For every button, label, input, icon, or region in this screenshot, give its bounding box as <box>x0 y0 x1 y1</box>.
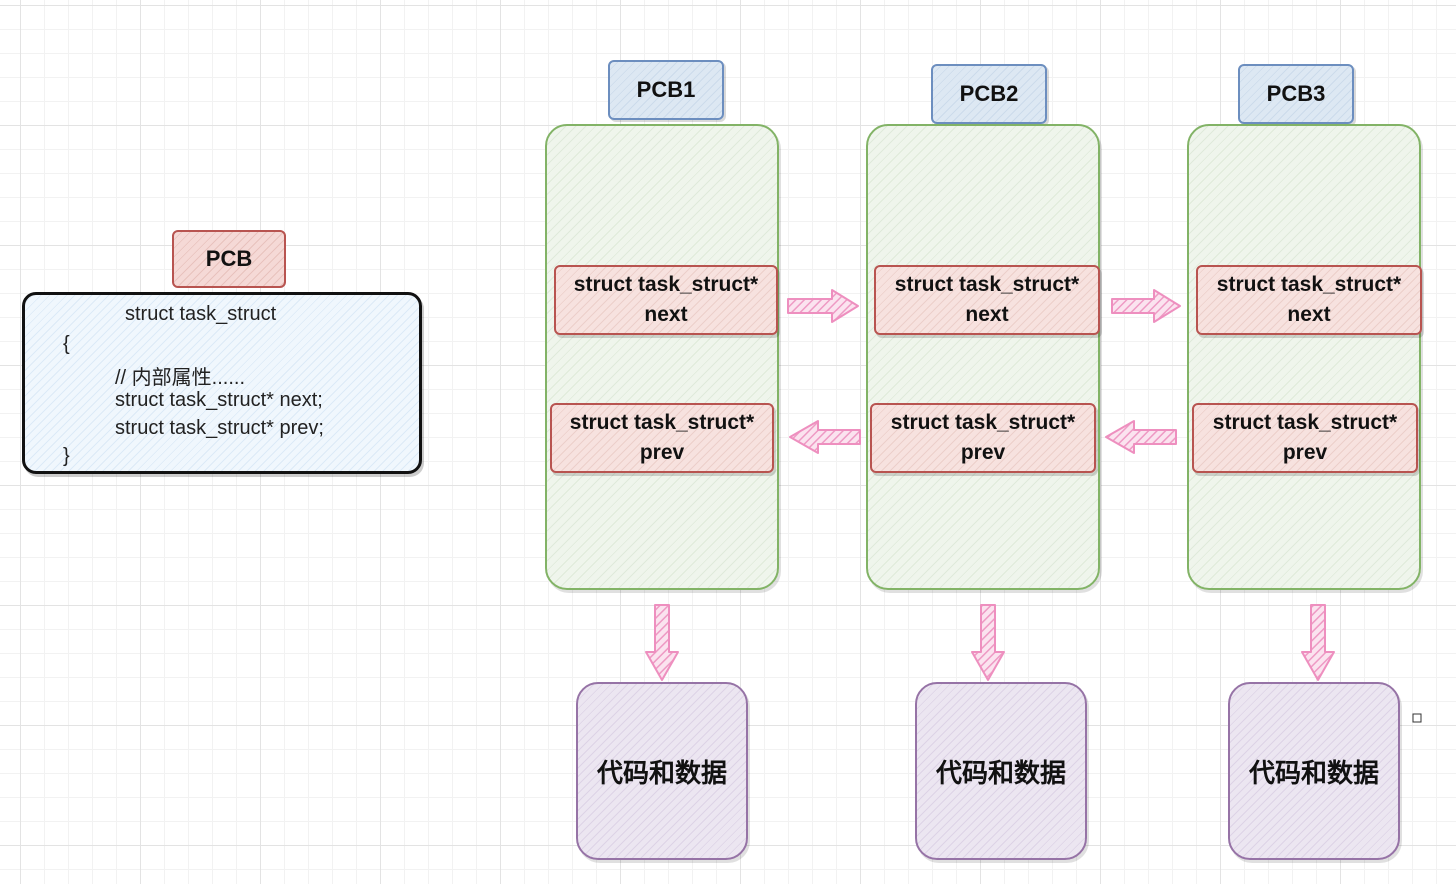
pcb1-code-data-text: 代码和数据 <box>596 757 727 788</box>
pcb3-code-data-text: 代码和数据 <box>1248 757 1379 788</box>
arrow-prev-2-1 <box>789 420 861 454</box>
pcb1-prev-name: prev <box>639 441 685 464</box>
pcb3-node <box>1187 124 1421 590</box>
struct-title: struct task_struct <box>125 303 277 325</box>
pcb1-label-text: PCB1 <box>636 77 696 102</box>
selection-handle[interactable] <box>1412 713 1422 723</box>
field-prev: struct task_struct* prev; <box>115 417 324 439</box>
pcb2-prev-name: prev <box>960 441 1006 464</box>
pcb2-next-type: struct task_struct* <box>894 273 1080 296</box>
arrow-prev-3-2 <box>1105 420 1177 454</box>
pcb2-prev-type: struct task_struct* <box>890 411 1076 434</box>
pcb2-code-data-text: 代码和数据 <box>935 757 1066 788</box>
pcb1-prev-type: struct task_struct* <box>569 411 755 434</box>
pcb1-next-name: next <box>644 303 688 326</box>
pcb1-prev-pointer: struct task_struct* prev <box>550 403 774 473</box>
pcb3-prev-pointer: struct task_struct* prev <box>1192 403 1418 473</box>
struct-definition-box: struct task_struct { // 内部属性...... struc… <box>22 292 422 474</box>
pcb1-code-data: 代码和数据 <box>576 682 748 860</box>
pcb2-node <box>866 124 1100 590</box>
pcb3-code-data: 代码和数据 <box>1228 682 1400 860</box>
arrow-down-1 <box>645 604 679 681</box>
pcb2-prev-pointer: struct task_struct* prev <box>870 403 1096 473</box>
pcb1-node <box>545 124 779 590</box>
pcb3-next-type: struct task_struct* <box>1216 273 1402 296</box>
pcb1-next-type: struct task_struct* <box>573 273 759 296</box>
pcb3-prev-type: struct task_struct* <box>1212 411 1398 434</box>
close-brace: } <box>63 445 70 467</box>
pcb3-next-name: next <box>1287 303 1331 326</box>
pcb2-label: PCB2 <box>931 64 1047 124</box>
pcb-struct-label: PCB <box>172 230 286 288</box>
pcb3-label: PCB3 <box>1238 64 1354 124</box>
pcb2-next-name: next <box>965 303 1009 326</box>
pcb-struct-label-text: PCB <box>205 246 253 271</box>
pcb2-code-data: 代码和数据 <box>915 682 1087 860</box>
open-brace: { <box>63 333 70 355</box>
pcb2-next-pointer: struct task_struct* next <box>874 265 1100 335</box>
pcb3-label-text: PCB3 <box>1266 81 1326 106</box>
arrow-down-2 <box>971 604 1005 681</box>
pcb2-label-text: PCB2 <box>959 81 1019 106</box>
pcb3-prev-name: prev <box>1282 441 1328 464</box>
pcb3-next-pointer: struct task_struct* next <box>1196 265 1422 335</box>
pcb1-label: PCB1 <box>608 60 724 120</box>
arrow-next-1-2 <box>787 289 859 323</box>
struct-comment: // 内部属性...... <box>115 367 246 389</box>
arrow-down-3 <box>1301 604 1335 681</box>
pcb1-next-pointer: struct task_struct* next <box>554 265 778 335</box>
arrow-next-2-3 <box>1111 289 1181 323</box>
field-next: struct task_struct* next; <box>115 389 323 411</box>
